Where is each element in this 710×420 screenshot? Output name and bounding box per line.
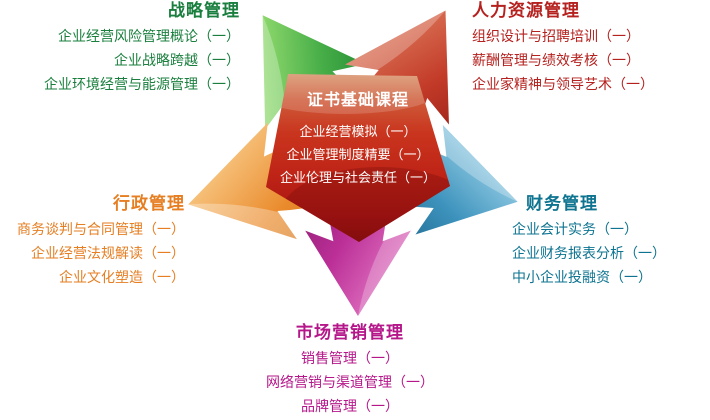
branch-admin-course: 企业经营法规解读（一） xyxy=(31,245,185,261)
branch-finance-course: 中小企业投融资（一） xyxy=(512,269,652,285)
branch-finance: 财务管理 企业会计实务（一） 企业财务报表分析（一） 中小企业投融资（一） xyxy=(512,193,707,289)
branch-admin-course: 企业文化塑造（一） xyxy=(59,269,185,285)
branch-finance-course: 企业财务报表分析（一） xyxy=(512,245,666,261)
branch-strategy: 战略管理 企业经营风险管理概论（一） 企业战略跨越（一） 企业环境经营与能源管理… xyxy=(0,0,240,96)
branch-admin-title: 行政管理 xyxy=(113,194,185,213)
branch-marketing-course: 品牌管理（一） xyxy=(301,398,399,414)
center-course: 企业管理制度精要（一） xyxy=(286,147,430,162)
branch-finance-title: 财务管理 xyxy=(526,194,598,213)
branch-hr: 人力资源管理 组织设计与招聘培训（一） 薪酬管理与绩效考核（一） 企业家精神与领… xyxy=(472,0,707,96)
center-course: 企业伦理与社会责任（一） xyxy=(279,170,436,185)
center-course: 企业经营模拟（一） xyxy=(299,124,417,139)
center-title: 证书基础课程 xyxy=(306,92,409,109)
branch-hr-course: 薪酬管理与绩效考核（一） xyxy=(472,52,640,68)
branch-strategy-course: 企业经营风险管理概论（一） xyxy=(58,28,240,44)
branch-hr-title: 人力资源管理 xyxy=(472,1,580,20)
branch-admin-course: 商务谈判与合同管理（一） xyxy=(17,221,185,237)
branch-hr-course: 企业家精神与领导艺术（一） xyxy=(472,76,654,92)
branch-strategy-course: 企业战略跨越（一） xyxy=(114,52,240,68)
branch-hr-course: 组织设计与招聘培训（一） xyxy=(472,28,640,44)
branch-marketing-course: 网络营销与渠道管理（一） xyxy=(266,374,434,390)
branch-marketing-course: 销售管理（一） xyxy=(301,350,399,366)
branch-marketing: 市场营销管理 销售管理（一） 网络营销与渠道管理（一） 品牌管理（一） xyxy=(230,322,470,418)
branch-strategy-title: 战略管理 xyxy=(168,1,240,20)
center-course-panel: 证书基础课程 企业经营模拟（一） 企业管理制度精要（一） 企业伦理与社会责任（一… xyxy=(256,90,460,189)
branch-strategy-course: 企业环境经营与能源管理（一） xyxy=(44,76,240,92)
branch-marketing-title: 市场营销管理 xyxy=(296,323,404,342)
branch-admin: 行政管理 商务谈判与合同管理（一） 企业经营法规解读（一） 企业文化塑造（一） xyxy=(5,193,185,289)
branch-finance-course: 企业会计实务（一） xyxy=(512,221,638,237)
